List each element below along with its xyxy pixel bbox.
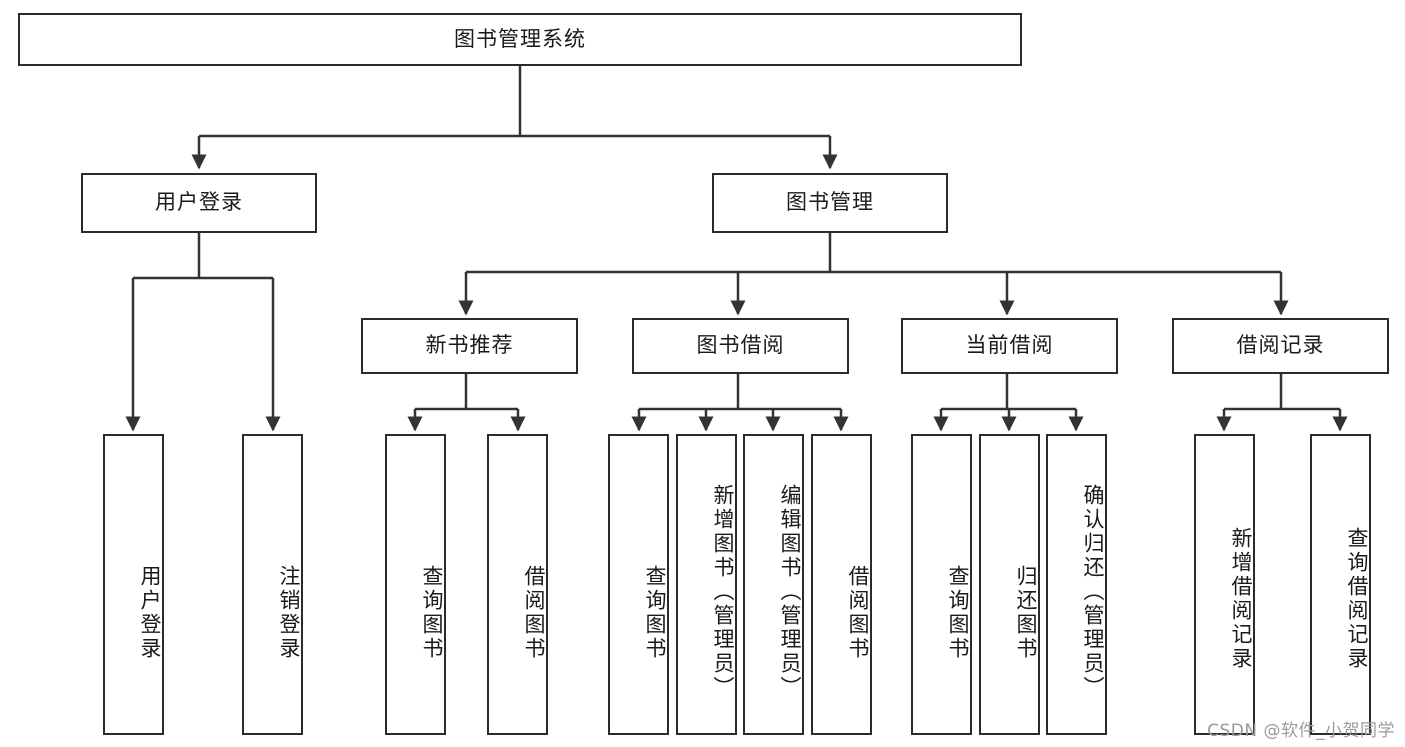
node-new-book-recommend[interactable]: 新书推荐 bbox=[361, 318, 578, 374]
leaf-user-login-logout[interactable]: 注销登录 bbox=[242, 434, 303, 735]
leaf-current-borrow-confirm-return-admin[interactable]: 确认归还（管理员） bbox=[1046, 434, 1107, 735]
node-root-book-management-system[interactable]: 图书管理系统 bbox=[18, 13, 1022, 66]
node-book-borrow[interactable]: 图书借阅 bbox=[632, 318, 849, 374]
node-user-login[interactable]: 用户登录 bbox=[81, 173, 317, 233]
leaf-current-borrow-return-book[interactable]: 归还图书 bbox=[979, 434, 1040, 735]
leaf-borrow-record-add-record[interactable]: 新增借阅记录 bbox=[1194, 434, 1255, 735]
leaf-book-borrow-add-book-admin[interactable]: 新增图书（管理员） bbox=[676, 434, 737, 735]
csdn-watermark: CSDN @软件_小贺同学 bbox=[1207, 721, 1395, 741]
node-current-borrow[interactable]: 当前借阅 bbox=[901, 318, 1118, 374]
leaf-user-login-login[interactable]: 用户登录 bbox=[103, 434, 164, 735]
leaf-new-book-query-book[interactable]: 查询图书 bbox=[385, 434, 446, 735]
node-book-management[interactable]: 图书管理 bbox=[712, 173, 948, 233]
node-borrow-record[interactable]: 借阅记录 bbox=[1172, 318, 1389, 374]
leaf-borrow-record-query-record[interactable]: 查询借阅记录 bbox=[1310, 434, 1371, 735]
leaf-current-borrow-query-book[interactable]: 查询图书 bbox=[911, 434, 972, 735]
leaf-book-borrow-edit-book-admin[interactable]: 编辑图书（管理员） bbox=[743, 434, 804, 735]
leaf-new-book-borrow-book[interactable]: 借阅图书 bbox=[487, 434, 548, 735]
leaf-book-borrow-borrow-book[interactable]: 借阅图书 bbox=[811, 434, 872, 735]
leaf-book-borrow-query-book[interactable]: 查询图书 bbox=[608, 434, 669, 735]
